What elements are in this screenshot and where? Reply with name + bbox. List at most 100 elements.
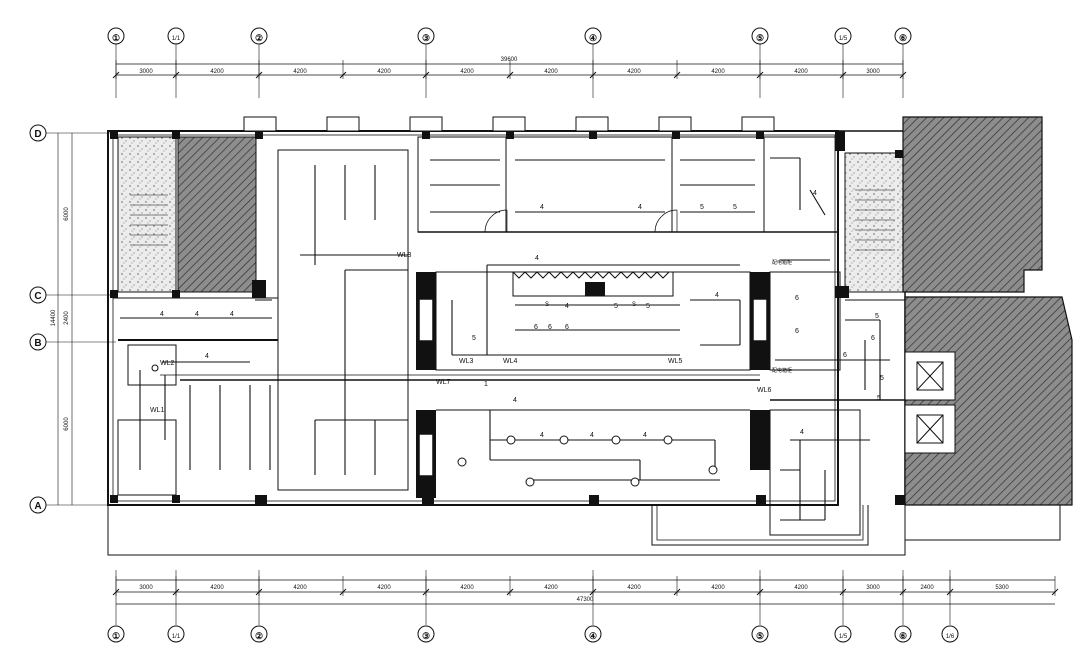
grid-left-label-b: B	[34, 338, 41, 349]
top-grid-lines	[115, 44, 904, 98]
grid-left-label-a: A	[34, 501, 41, 512]
stair-core-left	[117, 136, 177, 293]
mark-1: 1	[484, 381, 488, 388]
bottom-dim-11: 2400	[920, 585, 934, 591]
circuit-labels: WL8 WL2 WL1 WL3 WL4 WL5 WL6 WL7	[150, 252, 772, 414]
grid-bottom-label-2: 1/1	[172, 634, 181, 640]
circuit-label-wl4: WL4	[503, 358, 518, 365]
mark-6e: 6	[795, 328, 799, 335]
mark-4m: 4	[643, 432, 647, 439]
top-dim-6: 4200	[544, 69, 558, 75]
interior-walls	[113, 136, 905, 536]
top-grid-bubbles	[107, 27, 912, 45]
top-dim-7: 4200	[627, 69, 641, 75]
left-grid-bubbles	[29, 124, 47, 514]
grid-bottom-label-4: ③	[422, 631, 430, 641]
bottom-dim-1: 3000	[139, 585, 153, 591]
lighting-circuits	[120, 157, 890, 521]
bottom-dim-6: 4200	[544, 585, 558, 591]
stair-treads	[130, 189, 895, 251]
mark-4l: 4	[590, 432, 594, 439]
bottom-grid-labels: ① 1/1 ② ③ ④ ⑤ 1/5 ⑥ 1/6	[112, 631, 955, 641]
grid-left-label-c: C	[34, 291, 41, 302]
mark-s-b: S	[632, 302, 636, 308]
circuit-label-wl6: WL6	[757, 387, 772, 394]
bottom-dim-7: 4200	[627, 585, 641, 591]
mark-4h: 4	[565, 303, 569, 310]
bottom-dim-4: 4200	[377, 585, 391, 591]
grid-top-label-8: ⑥	[899, 33, 907, 43]
wire-count-marks: 4 4 5 5 4 4 4 4 4 4 4 5 5 5 6 6 6 6 6 6 …	[160, 190, 884, 439]
mark-5d: 5	[614, 303, 618, 310]
circuit-label-wl3: WL3	[459, 358, 474, 365]
room-labels: 配电箱柜 配电箱柜	[772, 259, 792, 374]
bottom-dim-2: 4200	[210, 585, 224, 591]
grid-top-label-6: ⑤	[756, 33, 764, 43]
top-wall-windows	[243, 116, 775, 132]
circuit-label-wl7: WL7	[436, 379, 451, 386]
mark-4n: 4	[535, 255, 539, 262]
mark-4b: 4	[638, 204, 642, 211]
room-label-panel-2: 配电箱柜	[772, 367, 792, 374]
grid-top-label-5: ④	[589, 33, 597, 43]
mark-6f: 6	[843, 352, 847, 359]
top-dim-4: 4200	[377, 69, 391, 75]
top-grid-labels: ① 1/1 ② ③ ④ ⑤ 1/5 ⑥	[112, 33, 907, 43]
grid-bottom-label-9: 1/6	[946, 634, 955, 640]
grid-bottom-label-5: ④	[589, 631, 597, 641]
bottom-grid-bubbles	[107, 625, 959, 643]
mark-4g: 4	[205, 353, 209, 360]
bottom-dimension-labels: 3000 4200 4200 4200 4200 4200 4200 4200 …	[139, 585, 1009, 603]
mark-4f: 4	[230, 311, 234, 318]
mark-6a: 6	[534, 324, 538, 331]
bottom-dim-12: 5300	[995, 585, 1009, 591]
grid-top-label-2: 1/1	[172, 36, 181, 42]
mark-4k: 4	[540, 432, 544, 439]
hatched-area-upper-right	[902, 116, 1043, 293]
left-dim-3: 6000	[64, 417, 70, 431]
mark-4c: 4	[813, 190, 817, 197]
mark-4o: 4	[513, 397, 517, 404]
grid-bottom-label-7: 1/5	[839, 634, 848, 640]
circuit-label-wl8: WL8	[397, 252, 412, 259]
grid-bottom-label-3: ②	[255, 631, 263, 641]
hatched-shaft-left	[177, 136, 257, 293]
top-dimension-labels: 3000 4200 4200 4200 4200 4200 4200 4200 …	[139, 69, 880, 75]
top-dim-9: 4200	[794, 69, 808, 75]
circuit-label-wl2: WL2	[160, 360, 175, 367]
grid-top-label-1: ①	[112, 33, 120, 43]
circuit-label-wl5: WL5	[668, 358, 683, 365]
mark-4d: 4	[160, 311, 164, 318]
light-fixtures	[151, 364, 718, 487]
top-dim-10: 3000	[866, 69, 880, 75]
elevator-shafts	[904, 351, 956, 454]
left-grid-lines	[46, 132, 116, 506]
mark-s-a: S	[545, 302, 549, 308]
mark-5a: 5	[700, 204, 704, 211]
stair-core-right	[844, 152, 904, 293]
grid-bottom-label-6: ⑤	[756, 631, 764, 641]
left-dim-1: 6000	[64, 207, 70, 221]
bottom-grid-lines	[115, 570, 951, 625]
mark-5h: 5	[877, 395, 881, 402]
door-swings	[484, 209, 678, 233]
bottom-dim-5: 4200	[460, 585, 474, 591]
left-dim-2: 2400	[64, 311, 70, 325]
grid-left-label-d: D	[34, 129, 41, 140]
mark-5b: 5	[733, 204, 737, 211]
mark-5c: 5	[472, 335, 476, 342]
bottom-dimension-block	[116, 579, 1055, 605]
equipment-zigzag	[512, 271, 670, 279]
mark-6b: 6	[548, 324, 552, 331]
column-inner-boxes	[419, 299, 767, 476]
mark-4j: 4	[800, 429, 804, 436]
left-grid-labels: D C B A	[34, 129, 41, 512]
top-dimension-block	[116, 63, 903, 76]
circuit-label-wl1: WL1	[150, 407, 165, 414]
mark-6d: 6	[795, 295, 799, 302]
top-dim-5: 4200	[460, 69, 474, 75]
room-label-panel-1: 配电箱柜	[772, 259, 792, 266]
bottom-dimension-ticks	[112, 576, 1059, 596]
mark-5f: 5	[875, 313, 879, 320]
